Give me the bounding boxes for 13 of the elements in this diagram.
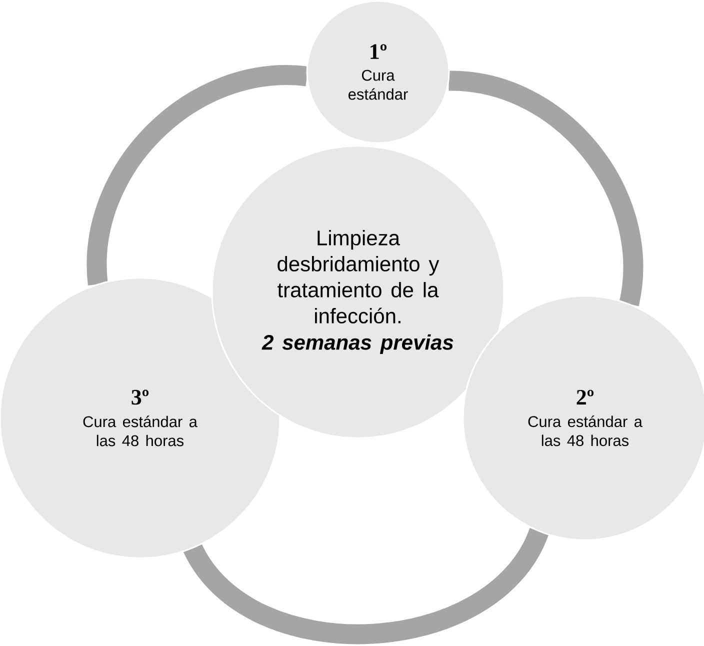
step-description: Cura estándar xyxy=(348,70,408,100)
step-number: 1º xyxy=(370,44,386,59)
step-description: Cura estándar a las 48 horas xyxy=(83,416,198,446)
ring-arc xyxy=(184,526,548,644)
step-circle xyxy=(462,295,704,541)
ring-arc xyxy=(86,65,308,285)
step-circle xyxy=(306,0,450,144)
ring-arc xyxy=(448,70,643,306)
step-number: 2º xyxy=(576,390,594,405)
center-description: Limpieza desbridamiento y tratamiento de la infección. xyxy=(278,230,440,324)
step-number: 3º xyxy=(132,390,148,405)
step-description: Cura estándar a las 48 horas xyxy=(528,416,642,446)
duration-label: 2 semanas previas xyxy=(262,334,454,354)
